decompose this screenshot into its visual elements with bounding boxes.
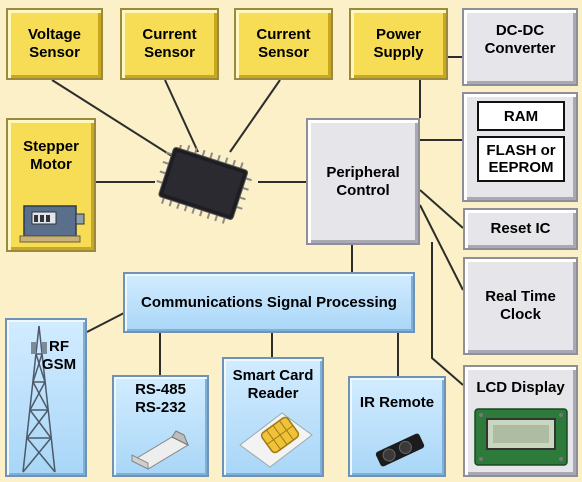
voltage-sensor-label: Voltage Sensor — [27, 26, 82, 61]
reset-ic-block: Reset IC — [463, 208, 578, 250]
microcontroller-chip-icon — [156, 145, 252, 224]
flash-eeprom-label: FLASH or EEPROM — [486, 142, 556, 176]
current-sensor-block-2: Current Sensor — [234, 8, 333, 80]
ir-sensor-icon — [375, 433, 425, 467]
rf-gsm-block: RF GSM — [5, 318, 87, 477]
comm-signal-processing-block: Communications Signal Processing — [123, 272, 415, 333]
peripheral-control-label: Peripheral Control — [326, 163, 400, 199]
serial-converter-icon — [130, 430, 190, 470]
stepper-motor-icon — [19, 205, 85, 243]
comm-signal-processing-label: Communications Signal Processing — [141, 293, 397, 311]
lcd-display-label: LCD Display — [476, 379, 565, 396]
rs485-rs232-label: RS-485 RS-232 — [135, 381, 186, 416]
ir-remote-block: IR Remote — [348, 376, 446, 477]
current-sensor-label-1: Current Sensor — [142, 26, 197, 61]
rs485-rs232-block: RS-485 RS-232 — [112, 375, 209, 477]
stepper-motor-block: Stepper Motor — [6, 118, 96, 252]
antenna-tower-icon — [22, 325, 56, 473]
rf-gsm-label: RF GSM — [41, 338, 77, 373]
peripheral-control-block: Peripheral Control — [306, 118, 420, 245]
dcdc-converter-block: DC-DC Converter — [462, 8, 578, 86]
ir-remote-label: IR Remote — [359, 394, 435, 411]
smart-card-chip-icon — [239, 412, 313, 468]
smart-card-reader-label: Smart Card Reader — [232, 367, 314, 402]
current-sensor-block-1: Current Sensor — [120, 8, 219, 80]
ram-label: RAM — [503, 107, 539, 125]
ram-block: RAM — [477, 101, 565, 131]
stepper-motor-label: Stepper Motor — [23, 138, 79, 173]
power-supply-block: Power Supply — [349, 8, 448, 80]
real-time-clock-block: Real Time Clock — [463, 257, 578, 355]
power-supply-label: Power Supply — [373, 26, 424, 61]
voltage-sensor-block: Voltage Sensor — [6, 8, 103, 80]
flash-eeprom-block: FLASH or EEPROM — [477, 136, 565, 182]
reset-ic-label: Reset IC — [490, 220, 551, 237]
real-time-clock-label: Real Time Clock — [485, 288, 556, 323]
current-sensor-label-2: Current Sensor — [256, 26, 311, 61]
memory-block: RAM FLASH or EEPROM — [462, 92, 578, 202]
smart-card-reader-block: Smart Card Reader — [222, 357, 324, 477]
lcd-module-icon — [474, 408, 568, 466]
lcd-display-block: LCD Display — [463, 365, 578, 477]
dcdc-converter-label: DC-DC Converter — [484, 22, 556, 57]
